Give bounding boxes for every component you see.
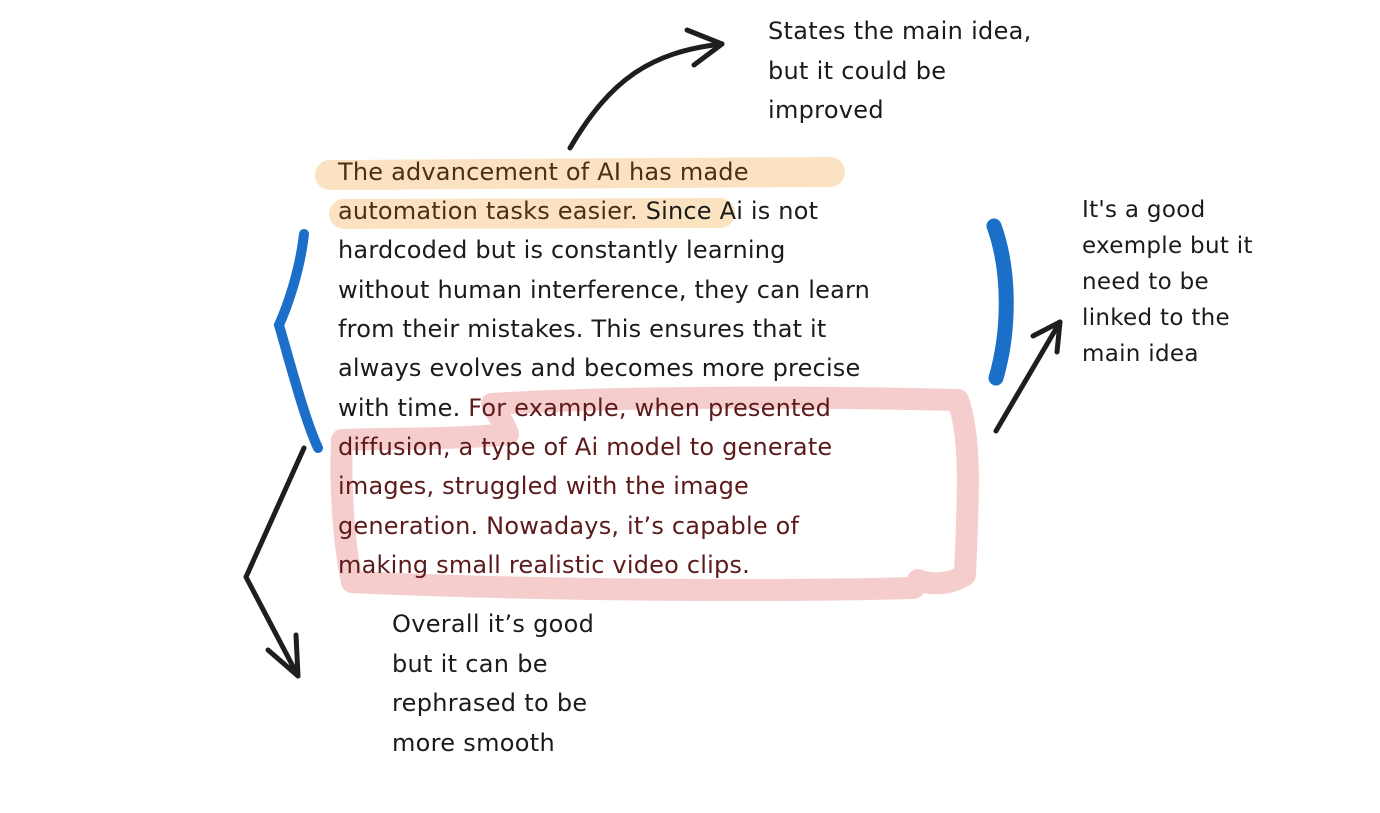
arrow-to-example-note xyxy=(993,319,1063,434)
example-sentence-part-3: images, struggled with the image xyxy=(338,472,749,500)
note-overall-line-4: more smooth xyxy=(392,728,555,757)
example-sentence-part-5: making small realistic video clips. xyxy=(338,551,750,579)
red-highlight-outline xyxy=(330,386,979,601)
paragraph-text: hardcoded but is constantly learning xyxy=(338,236,786,264)
paragraph-line-9: images, struggled with the image xyxy=(338,467,749,506)
paragraph-text: with time. xyxy=(338,394,461,422)
blue-left-bracket xyxy=(273,229,323,453)
topic-sentence-part-2: automation tasks easier. xyxy=(338,197,638,225)
example-sentence-part-4: generation. Nowadays, it’s capable of xyxy=(338,512,800,540)
example-sentence-part-1: For example, when presented xyxy=(460,394,831,422)
paragraph-line-1: The advancement of AI has made xyxy=(338,153,749,192)
paragraph-line-8: diffusion, a type of Ai model to generat… xyxy=(338,428,832,467)
paragraph-line-4: without human interference, they can lea… xyxy=(338,271,870,310)
paragraph-line-5: from their mistakes. This ensures that i… xyxy=(338,310,827,349)
note-example-line-5: main idea xyxy=(1082,341,1199,367)
topic-sentence-part-1: The advancement of AI has made xyxy=(338,158,749,186)
paragraph-line-2: automation tasks easier. Since Ai is not xyxy=(338,192,818,231)
note-main-idea: States the main idea, but it could be im… xyxy=(768,12,1032,131)
note-overall-line-2: but it can be xyxy=(392,649,548,678)
arrow-to-main-idea-note xyxy=(567,27,725,151)
paragraph-text: without human interference, they can lea… xyxy=(338,276,871,304)
note-example-line-2: exemple but it xyxy=(1082,233,1253,259)
paragraph-line-11: making small realistic video clips. xyxy=(338,546,750,585)
note-overall-line-1: Overall it’s good xyxy=(392,610,595,638)
blue-right-bracket xyxy=(986,218,1014,386)
note-example-line-4: linked to the xyxy=(1082,305,1230,331)
paragraph-line-6: always evolves and becomes more precise xyxy=(338,349,860,388)
note-main-idea-line-1: States the main idea, xyxy=(768,17,1032,45)
note-overall: Overall it’s good but it can be rephrase… xyxy=(392,605,594,763)
note-main-idea-line-2: but it could be xyxy=(768,56,947,85)
note-example: It's a good exemple but it need to be li… xyxy=(1082,192,1253,372)
orange-highlight-line-1 xyxy=(315,157,845,190)
note-main-idea-line-3: improved xyxy=(768,96,884,124)
paragraph-line-7: with time. For example, when presented xyxy=(338,389,831,428)
paragraph-line-10: generation. Nowadays, it’s capable of xyxy=(338,507,799,546)
note-example-line-3: need to be xyxy=(1082,269,1209,295)
example-sentence-part-2: diffusion, a type of Ai model to generat… xyxy=(338,433,833,461)
orange-highlight-line-2 xyxy=(329,198,735,229)
note-overall-line-3: rephrased to be xyxy=(392,689,588,717)
paragraph-text: from their mistakes. This ensures that i… xyxy=(338,315,827,343)
arrow-to-overall-note xyxy=(243,445,307,679)
paragraph-line-3: hardcoded but is constantly learning xyxy=(338,231,786,270)
note-example-line-1: It's a good xyxy=(1082,197,1206,223)
paragraph-text: always evolves and becomes more precise xyxy=(338,354,861,382)
paragraph-text: Since Ai is not xyxy=(637,197,819,225)
